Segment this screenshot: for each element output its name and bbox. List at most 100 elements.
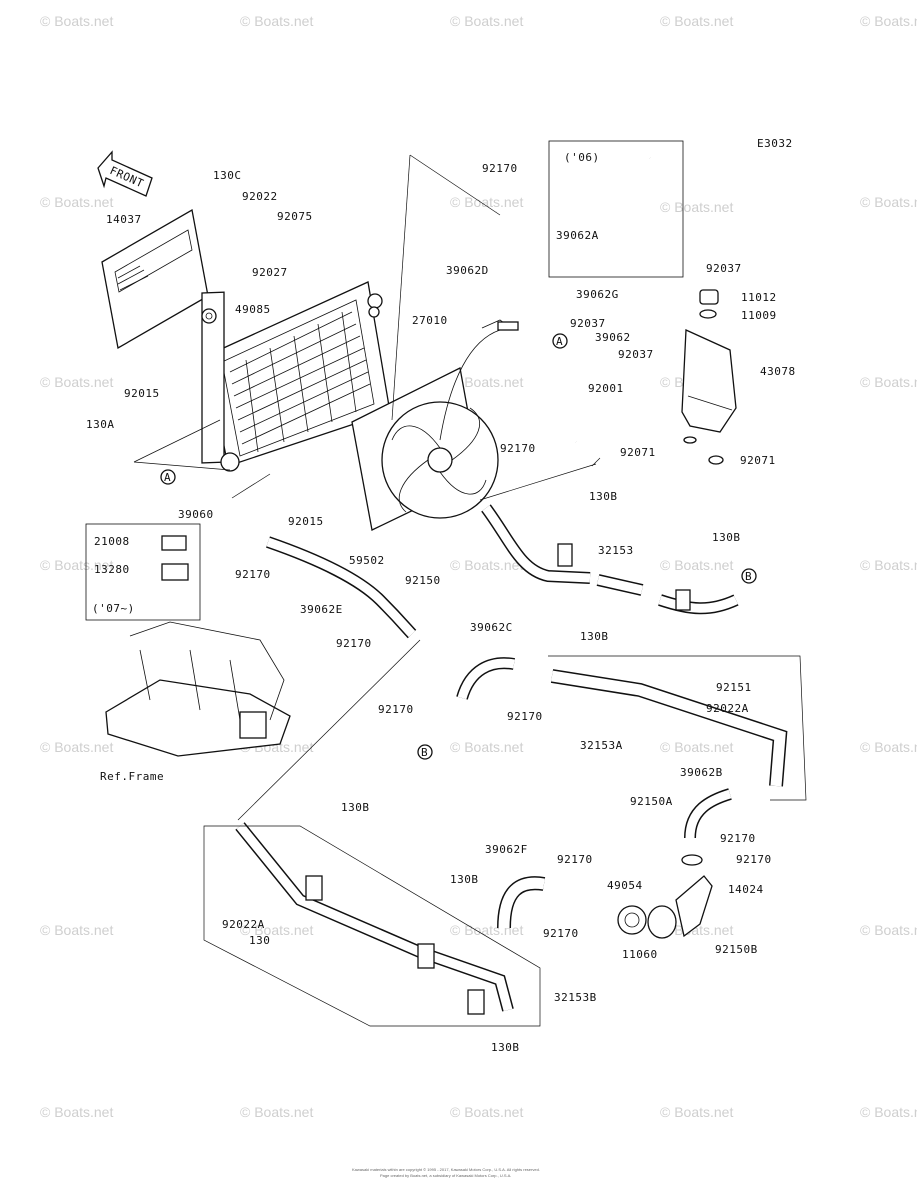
marker-A-1 — [160, 469, 176, 485]
svg-text:© Boats.net: © Boats.net — [450, 922, 523, 938]
part-92170-b: 92170 — [500, 442, 536, 455]
svg-text:© Boats.net: © Boats.net — [860, 922, 917, 938]
part-27010: 27010 — [412, 314, 448, 327]
part-43078: 43078 — [760, 365, 796, 378]
part-92170-a: 92170 — [482, 162, 518, 175]
svg-text:© Boats.net: © Boats.net — [240, 1104, 313, 1120]
footer-copyright: Kawasaki materials within are copyright … — [352, 1167, 540, 1172]
part-92170-j: 92170 — [543, 927, 579, 940]
part-92027: 92027 — [252, 266, 288, 279]
part-130B-e: 130B — [450, 873, 479, 886]
part-130B-c: 130B — [580, 630, 609, 643]
part-92022A-a: 92022A — [706, 702, 749, 715]
part-39062C: 39062C — [470, 621, 513, 634]
svg-text:© Boats.net: © Boats.net — [450, 13, 523, 29]
reservoir-tank — [681, 289, 737, 465]
fan-assembly — [351, 319, 519, 531]
part-92170-f: 92170 — [507, 710, 543, 723]
marker-A-2 — [552, 333, 568, 349]
part-39062E: 39062E — [300, 603, 343, 616]
part-49054: 49054 — [607, 879, 643, 892]
callout-labels: 130C 92022 92075 14037 92027 49085 92015… — [86, 162, 796, 1054]
part-21008: 21008 — [94, 535, 130, 548]
svg-text:© Boats.net: © Boats.net — [40, 13, 113, 29]
part-13280: 13280 — [94, 563, 130, 576]
part-92075: 92075 — [277, 210, 313, 223]
part-92071-a: 92071 — [620, 446, 656, 459]
part-130B-a: 130B — [589, 490, 618, 503]
part-49085: 49085 — [235, 303, 271, 316]
part-130B-f: 130B — [491, 1041, 520, 1054]
svg-text:© Boats.net: © Boats.net — [860, 557, 917, 573]
part-39062G: 39062G — [576, 288, 619, 301]
part-14024: 14024 — [728, 883, 764, 896]
svg-text:© Boats.net: © Boats.net — [240, 922, 313, 938]
svg-text:© Boats.net: © Boats.net — [860, 374, 917, 390]
part-92071-b: 92071 — [740, 454, 776, 467]
part-92170-d: 92170 — [336, 637, 372, 650]
part-92170-g: 92170 — [720, 832, 756, 845]
part-92170-i: 92170 — [557, 853, 593, 866]
part-92150: 92150 — [405, 574, 441, 587]
svg-text:© Boats.net: © Boats.net — [450, 374, 523, 390]
part-92170-c: 92170 — [235, 568, 271, 581]
part-39062D: 39062D — [446, 264, 489, 277]
part-39060: 39060 — [178, 508, 214, 521]
pipes — [235, 543, 788, 1015]
svg-text:© Boats.net: © Boats.net — [40, 557, 113, 573]
part-130B-b: 130B — [712, 531, 741, 544]
thermostat-housing — [617, 854, 713, 939]
part-32153: 32153 — [598, 544, 634, 557]
svg-text:© Boats.net: © Boats.net — [450, 194, 523, 210]
part-59502: 59502 — [349, 554, 385, 567]
part-92151: 92151 — [716, 681, 752, 694]
svg-text:© Boats.net: © Boats.net — [660, 739, 733, 755]
part-14037: 14037 — [106, 213, 142, 226]
svg-text:© Boats.net: © Boats.net — [860, 194, 917, 210]
front-arrow-icon: FRONT — [97, 150, 153, 197]
part-32153A: 32153A — [580, 739, 623, 752]
part-92150B: 92150B — [715, 943, 758, 956]
part-92022A-b: 92022A — [222, 918, 265, 931]
radiator-screen — [101, 208, 209, 350]
part-92037-a: 92037 — [706, 262, 742, 275]
diagram-code: E3032 — [757, 137, 793, 150]
svg-text:B: B — [421, 746, 428, 759]
part-130A: 130A — [86, 418, 115, 431]
svg-text:© Boats.net: © Boats.net — [860, 739, 917, 755]
footer-credit: Page created by Boats.net, a subsidiary … — [380, 1173, 511, 1178]
radiator — [201, 281, 391, 472]
svg-text:© Boats.net: © Boats.net — [660, 13, 733, 29]
inset-07: ('07~) — [85, 523, 201, 621]
part-92037-b: 92037 — [570, 317, 606, 330]
svg-text:© Boats.net: © Boats.net — [450, 1104, 523, 1120]
svg-text:© Boats.net: © Boats.net — [450, 739, 523, 755]
part-92022: 92022 — [242, 190, 278, 203]
part-11012: 11012 — [741, 291, 777, 304]
part-11060: 11060 — [622, 948, 658, 961]
svg-text:© Boats.net: © Boats.net — [660, 922, 733, 938]
ref-frame-label: Ref.Frame — [100, 770, 164, 783]
part-92015-a: 92015 — [124, 387, 160, 400]
svg-text:© Boats.net: © Boats.net — [40, 922, 113, 938]
marker-B-2 — [417, 744, 433, 760]
svg-text:© Boats.net: © Boats.net — [660, 1104, 733, 1120]
part-92170-h: 92170 — [736, 853, 772, 866]
svg-text:© Boats.net: © Boats.net — [40, 374, 113, 390]
inset-06: ('06) — [548, 140, 684, 278]
svg-text:© Boats.net: © Boats.net — [860, 1104, 917, 1120]
part-92170-e: 92170 — [378, 703, 414, 716]
hoses — [266, 207, 739, 929]
part-39062: 39062 — [595, 331, 631, 344]
leader-frames — [133, 154, 807, 1027]
svg-text:© Boats.net: © Boats.net — [40, 739, 113, 755]
part-32153B: 32153B — [554, 991, 597, 1004]
part-92001: 92001 — [588, 382, 624, 395]
svg-text:© Boats.net: © Boats.net — [240, 13, 313, 29]
svg-text:© Boats.net: © Boats.net — [450, 557, 523, 573]
part-11009: 11009 — [741, 309, 777, 322]
svg-text:© Boats.net: © Boats.net — [40, 194, 113, 210]
svg-text:('06): ('06) — [564, 151, 600, 164]
part-92037-c: 92037 — [618, 348, 654, 361]
